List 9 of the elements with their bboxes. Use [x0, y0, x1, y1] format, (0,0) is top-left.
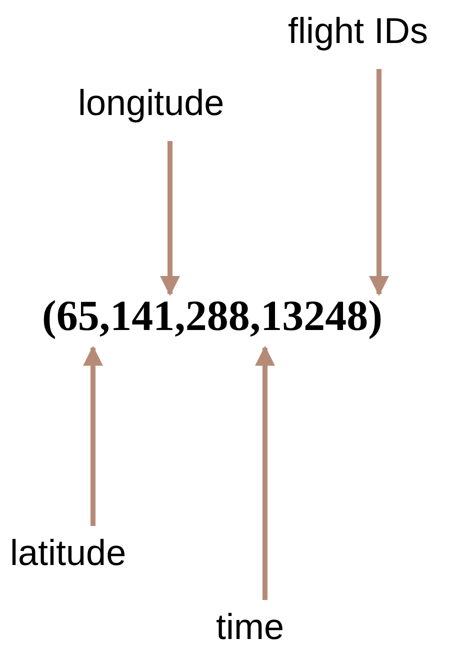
arrow	[160, 141, 180, 296]
label-text: latitude	[10, 530, 126, 575]
arrow	[369, 69, 389, 296]
tuple-text: (65,141,288,13248)	[42, 290, 382, 344]
label-text: flight IDs	[288, 8, 428, 53]
label-text: longitude	[78, 80, 224, 125]
arrow	[83, 346, 103, 526]
label-text: time	[216, 604, 284, 649]
arrow	[255, 346, 275, 600]
